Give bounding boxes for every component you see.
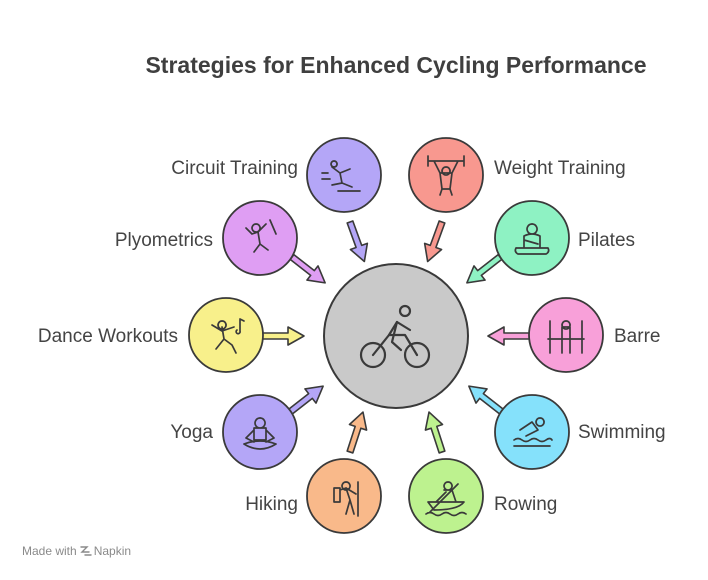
arrow-barre [487,326,531,346]
circle-pilates [494,200,570,276]
arrow-rowing [419,408,452,456]
diagram-title: Strategies for Enhanced Cycling Performa… [145,52,647,78]
label-yoga: Yoga [170,422,213,443]
strategy-diagram: Circuit Training Weight Training Plyomet… [38,137,666,534]
arrow-weight-training [418,218,452,266]
circle-yoga [222,394,298,470]
label-plyometrics: Plyometrics [115,230,213,251]
barre-icon [547,320,585,354]
circle-dance-workouts [188,297,264,373]
hiker-icon [333,481,359,517]
node-plyometrics [222,200,332,291]
node-yoga [222,378,330,470]
arrow-hiking [340,408,373,456]
node-circuit-training [306,137,382,266]
node-hiking [306,408,382,534]
weightlifter-icon [427,155,465,196]
node-pilates [460,200,570,291]
circle-barre [528,297,604,373]
label-weight-training: Weight Training [494,158,626,179]
arrow-circuit-training [340,218,374,266]
circuit-training-icon [321,160,361,192]
label-rowing: Rowing [494,494,557,515]
node-swimming [462,378,570,470]
swimmer-icon [513,417,553,447]
yoga-meditation-icon [243,417,277,450]
napkin-logo-icon [80,546,92,556]
label-barre: Barre [614,326,660,347]
node-rowing [408,408,484,534]
circle-hiking [306,458,382,534]
node-barre [487,297,604,373]
plyometrics-jump-icon [245,219,277,253]
node-dance-workouts [188,297,305,373]
circle-circuit-training [306,137,382,213]
dancer-icon [211,318,245,354]
pilates-icon [514,223,550,255]
cyclist-icon [359,304,431,369]
rowing-icon [425,481,467,517]
label-swimming: Swimming [578,422,666,443]
label-pilates: Pilates [578,230,635,251]
footer: Made with Napkin [22,544,131,558]
circle-swimming [494,394,570,470]
node-weight-training [408,137,484,266]
napkin-brand: Napkin [93,544,132,558]
label-dance-workouts: Dance Workouts [38,326,178,347]
center-node [323,263,469,409]
label-hiking: Hiking [245,494,298,515]
arrow-dance-workouts [261,326,305,346]
made-with-text: Made with [22,544,77,558]
label-circuit-training: Circuit Training [171,158,298,179]
circle-plyometrics [222,200,298,276]
